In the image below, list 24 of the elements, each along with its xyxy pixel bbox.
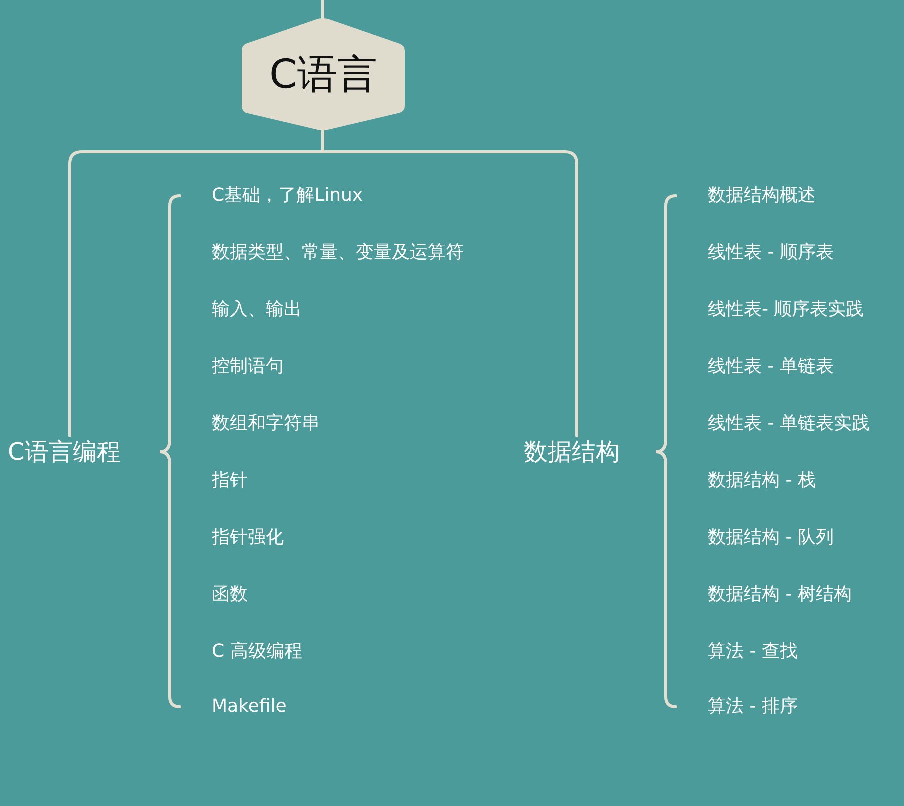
topic-item: 控制语句 — [212, 356, 284, 378]
topic-item: 指针强化 — [212, 527, 284, 549]
topic-item: Makefile — [212, 696, 287, 718]
topic-item: 数据类型、常量、变量及运算符 — [212, 242, 464, 264]
topic-item: C 高级编程 — [212, 641, 302, 663]
topic-item: 函数 — [212, 584, 248, 606]
branch-heading: 数据结构 — [524, 438, 620, 466]
topic-item: 数据结构 - 树结构 — [708, 584, 852, 606]
topic-item: 数据结构 - 栈 — [708, 470, 816, 492]
hexagon-node: C语言 — [242, 18, 405, 131]
connector-line — [322, 0, 324, 20]
topic-item: 输入、输出 — [212, 299, 302, 321]
topic-item: 线性表 - 单链表实践 — [708, 413, 870, 435]
topic-item: 指针 — [212, 470, 248, 492]
branch-heading: C语言编程 — [8, 438, 121, 466]
topic-item: 数据结构 - 队列 — [708, 527, 834, 549]
topic-item: 数组和字符串 — [212, 413, 320, 435]
topic-item: 算法 - 查找 — [708, 641, 798, 663]
topic-item: 算法 - 排序 — [708, 696, 798, 718]
topic-item: 线性表- 顺序表实践 — [708, 299, 864, 321]
topic-item: 线性表 - 单链表 — [708, 356, 834, 378]
topic-item: 线性表 - 顺序表 — [708, 242, 834, 264]
topic-item: 数据结构概述 — [708, 185, 816, 207]
topic-item: C基础，了解Linux — [212, 185, 364, 207]
